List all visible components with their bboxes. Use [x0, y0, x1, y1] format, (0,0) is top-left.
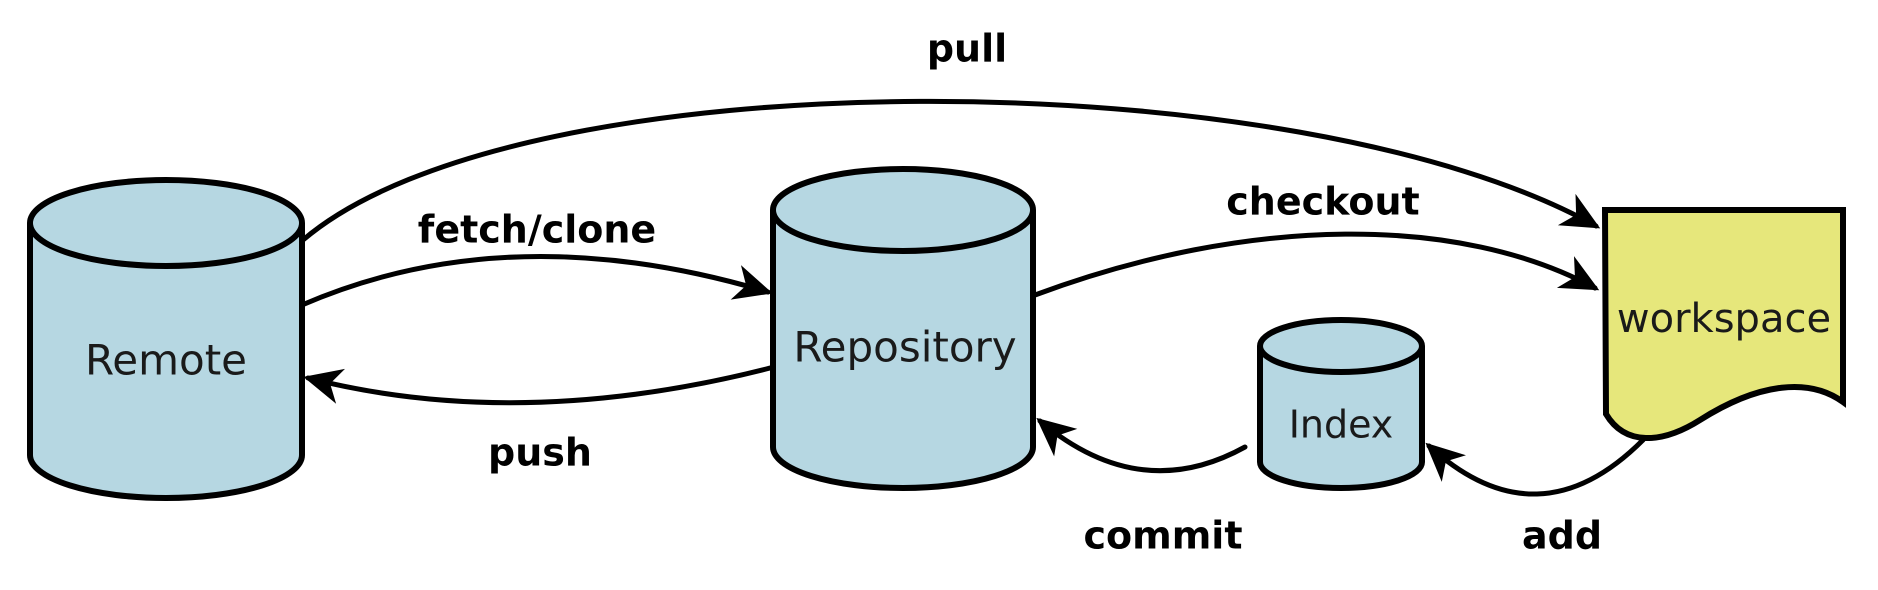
workspace-label: workspace [1617, 296, 1831, 342]
repository-cylinder-body [770, 210, 1036, 491]
workspace-node: workspace [1601, 207, 1846, 441]
remote-node: Remote [27, 177, 305, 501]
push-arrow [303, 365, 773, 406]
index-label: Index [1289, 402, 1394, 446]
remote-cylinder-body [27, 223, 305, 501]
repository-label: Repository [793, 323, 1016, 372]
index-node: Index [1257, 317, 1425, 491]
commit-arrow [1036, 417, 1248, 474]
push-label: push [488, 430, 592, 474]
remote-label: Remote [85, 336, 247, 385]
repository-cylinder-top [770, 166, 1036, 254]
checkout-arrow [1032, 231, 1600, 298]
remote-cylinder-top [27, 177, 305, 269]
fetch-clone-label: fetch/clone [418, 207, 656, 251]
workspace-document-shape [1601, 207, 1846, 441]
edge-labels-layer: pull fetch/clone checkout push commit ad… [418, 26, 1602, 557]
edges-layer [299, 98, 1646, 497]
pull-label: pull [927, 26, 1007, 70]
index-cylinder-body [1257, 346, 1425, 491]
fetch-clone-arrow [299, 254, 773, 308]
add-arrow [1425, 437, 1646, 497]
commit-label: commit [1083, 513, 1242, 557]
pull-arrow [300, 98, 1601, 243]
index-cylinder-top [1257, 317, 1425, 375]
checkout-label: checkout [1226, 179, 1419, 223]
repository-node: Repository [770, 166, 1036, 491]
add-label: add [1522, 513, 1602, 557]
